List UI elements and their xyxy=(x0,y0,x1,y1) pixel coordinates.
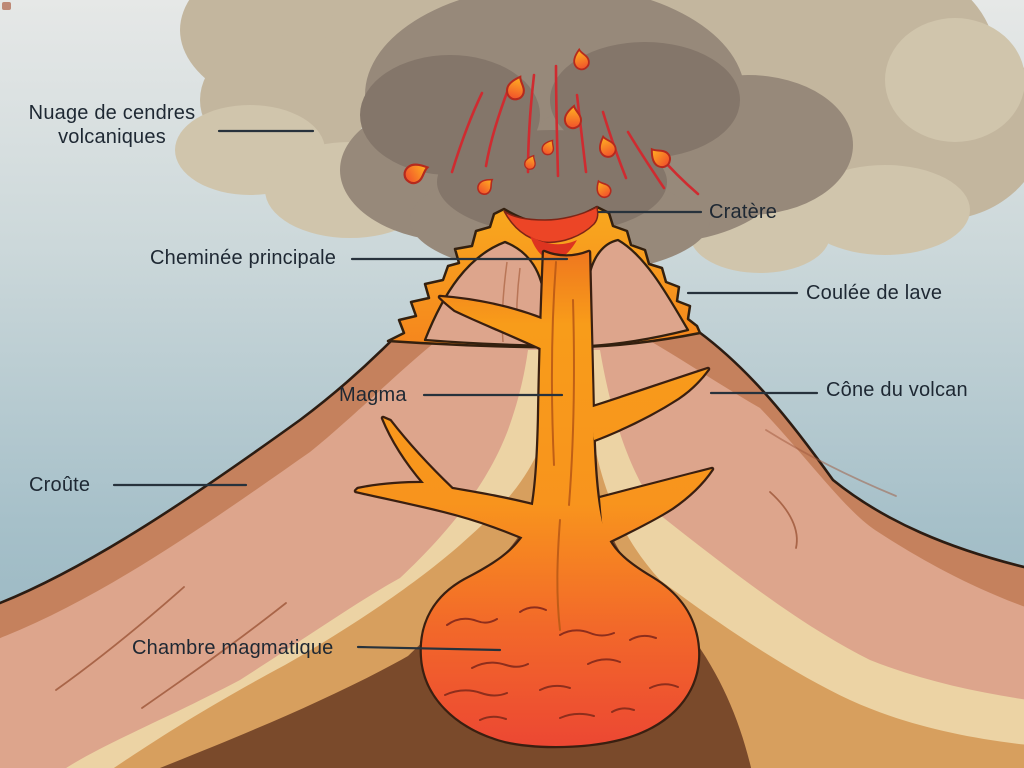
label-ash-cloud-line2: volcaniques xyxy=(58,126,166,148)
eruption-streaks xyxy=(450,64,700,196)
label-lava-flow: Coulée de lave xyxy=(806,282,943,304)
label-main-vent: Cheminée principale xyxy=(150,247,337,269)
slope-outlines xyxy=(0,330,1024,605)
label-crater: Cratère xyxy=(709,201,778,223)
label-ash-cloud-line1: Nuage de cendres xyxy=(28,102,196,124)
corner-artifact xyxy=(2,2,11,10)
label-cone: Cône du volcan xyxy=(826,379,968,401)
conduit-creases xyxy=(550,261,575,631)
lava-bombs xyxy=(403,47,672,199)
pointer-magma-chamber xyxy=(356,645,502,652)
crust-cracks xyxy=(55,429,897,709)
label-magma-chamber: Chambre magmatique xyxy=(132,637,334,659)
label-magma: Magma xyxy=(339,384,407,406)
label-crust: Croûte xyxy=(29,474,91,496)
ash-cloud xyxy=(175,0,1024,275)
pointer-lines xyxy=(112,129,819,652)
label-ash-cloud: Nuage de cendres volcaniques xyxy=(10,101,214,149)
chamber-squiggles xyxy=(444,606,679,721)
